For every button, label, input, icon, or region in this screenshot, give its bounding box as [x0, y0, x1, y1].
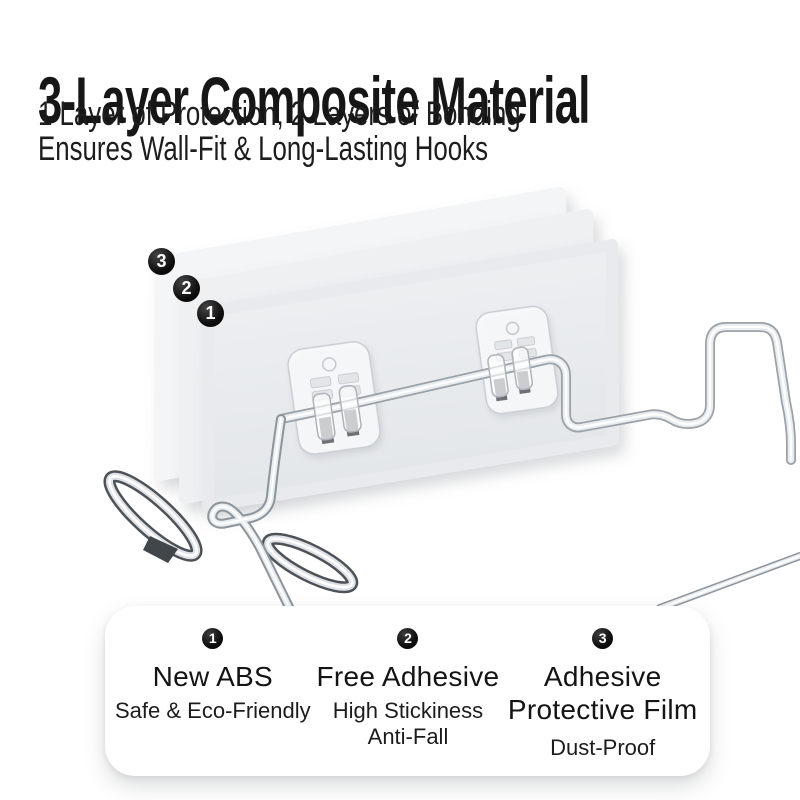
- feature-1-title: New ABS: [152, 661, 274, 692]
- feature-3-title-line-2: Protective Film: [507, 694, 698, 725]
- feature-2-subtitle-line-1: High Stickiness: [332, 698, 484, 723]
- features-panel: 1 New ABS Safe & Eco-Friendly 2 Free Adh…: [105, 606, 710, 776]
- subtitle-line-2: Ensures Wall-Fit & Long-Lasting Hooks: [38, 130, 489, 168]
- adhesive-pad-1-clips: [312, 384, 362, 445]
- feature-3-title-line-1: Adhesive: [543, 661, 662, 692]
- feature-1-badge: 1: [202, 628, 224, 649]
- wire-loop-left: [103, 470, 359, 594]
- feature-free-adhesive: 2 Free Adhesive High Stickiness Anti-Fal…: [311, 628, 506, 750]
- wire-rack-bar: [276, 322, 796, 465]
- feature-new-abs: 1 New ABS Safe & Eco-Friendly: [115, 628, 311, 724]
- wire-left-descender: [207, 414, 294, 612]
- layer-callout-1-badge: 1: [197, 300, 224, 327]
- feature-3-subtitle: Dust-Proof: [550, 735, 656, 760]
- page-subtitle: 1 Layer of Protection, 2 Layers of Bondi…: [38, 97, 521, 167]
- feature-3-badge: 3: [592, 628, 614, 649]
- feature-1-subtitle: Safe & Eco-Friendly: [115, 698, 311, 723]
- feature-2-title: Free Adhesive: [316, 661, 500, 692]
- layer-callout-2-badge: 2: [173, 275, 200, 302]
- layer-callout-3-badge: 3: [148, 248, 175, 275]
- feature-2-badge: 2: [397, 628, 419, 649]
- feature-2-subtitle-line-2: Anti-Fall: [367, 724, 449, 749]
- feature-protective-film: 3 Adhesive Protective Film Dust-Proof: [505, 628, 700, 761]
- adhesive-pad-2-clips: [487, 346, 534, 402]
- page-title: 3-Layer Composite Material: [38, 63, 590, 138]
- subtitle-line-1: 1 Layer of Protection, 2 Layers of Bondi…: [38, 95, 521, 133]
- wire-frame-right: [656, 552, 800, 612]
